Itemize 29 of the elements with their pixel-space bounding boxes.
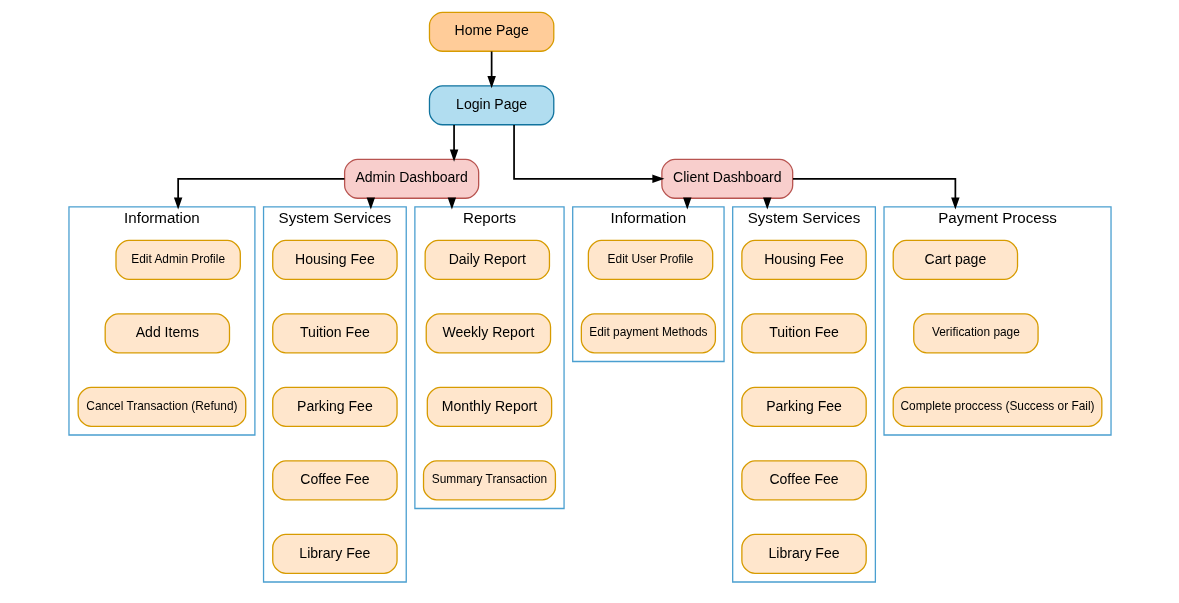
node-box: Parking Fee <box>740 386 867 427</box>
node-box: Housing Fee <box>740 239 867 280</box>
arrow <box>449 124 458 162</box>
arrow <box>486 50 496 89</box>
node-box: Coffee Fee <box>271 460 398 501</box>
arrow <box>512 124 664 184</box>
node-box: Coffee Fee <box>740 460 867 501</box>
node-box: Login Page <box>428 85 554 126</box>
node-box: Edit payment Methods <box>580 313 716 354</box>
node-box: Daily Report <box>424 239 550 280</box>
node-box: Weekly Report <box>425 313 551 354</box>
node-box: Home Page <box>428 11 554 52</box>
node-box: Parking Fee <box>271 386 398 427</box>
node-box: Library Fee <box>740 533 867 574</box>
arrow <box>791 177 960 210</box>
node-box: Cart page <box>892 239 1018 280</box>
node-box: Tuition Fee <box>740 313 867 354</box>
node-box: Edit User Profile <box>587 239 713 280</box>
node-box: Complete proccess (Success or Fail) <box>892 386 1102 427</box>
arrow <box>173 177 345 210</box>
node-box: Library Fee <box>271 533 398 574</box>
node-box: Monthly Report <box>426 386 552 427</box>
node-box: Housing Fee <box>271 239 398 280</box>
node-box: Tuition Fee <box>271 313 398 354</box>
node-box: Verification page <box>912 313 1039 354</box>
node-box: Summary Transaction <box>422 460 556 501</box>
node-box: Cancel Transaction (Refund) <box>77 386 246 427</box>
node-box: Add Items <box>104 313 230 354</box>
node-box: Edit Admin Profile <box>114 239 241 280</box>
